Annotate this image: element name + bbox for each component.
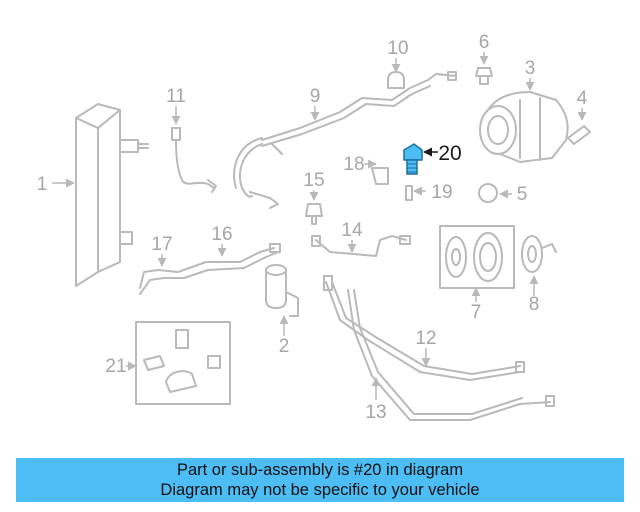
callout-3: 3 bbox=[525, 58, 536, 79]
bolt-part-20[interactable] bbox=[403, 143, 438, 175]
bracket-part-18[interactable] bbox=[364, 159, 389, 185]
condenser-part-1[interactable] bbox=[52, 103, 149, 287]
banner-line-2: Diagram may not be specific to your vehi… bbox=[160, 481, 480, 499]
banner-line-1: Part or sub-assembly is #20 in diagram bbox=[176, 461, 464, 479]
coil-part-8[interactable] bbox=[521, 235, 557, 296]
bolt-part-4[interactable] bbox=[567, 108, 591, 145]
callout-19: 19 bbox=[431, 182, 452, 203]
seal-part-5[interactable] bbox=[478, 183, 512, 203]
callout-18: 18 bbox=[343, 154, 364, 175]
callout-16: 16 bbox=[211, 224, 232, 245]
callout-14: 14 bbox=[341, 220, 363, 241]
callout-11: 11 bbox=[166, 86, 186, 107]
kit-part-21[interactable] bbox=[126, 321, 231, 405]
drier-part-2[interactable] bbox=[265, 264, 299, 336]
clutch-part-7[interactable] bbox=[439, 225, 515, 302]
callout-12: 12 bbox=[415, 328, 436, 349]
callout-9: 9 bbox=[310, 86, 321, 107]
tube-part-12-13[interactable] bbox=[323, 275, 555, 421]
bolt-part-6[interactable] bbox=[475, 52, 493, 85]
hose-part-9[interactable] bbox=[233, 71, 457, 209]
callout-5: 5 bbox=[517, 184, 528, 205]
callout-13: 13 bbox=[365, 402, 386, 423]
tube-part-14[interactable] bbox=[311, 235, 411, 257]
callout-21: 21 bbox=[105, 356, 126, 377]
clip-part-19[interactable] bbox=[405, 185, 426, 201]
callout-15: 15 bbox=[303, 170, 324, 191]
compressor-part-3[interactable] bbox=[479, 78, 569, 163]
hose-part-16-17[interactable] bbox=[139, 243, 281, 295]
valve-part-15[interactable] bbox=[305, 190, 323, 225]
callout-20: 20 bbox=[438, 142, 461, 165]
callout-17: 17 bbox=[151, 234, 172, 255]
callout-7: 7 bbox=[471, 302, 482, 323]
cap-part-10[interactable] bbox=[387, 58, 405, 89]
callout-8: 8 bbox=[529, 294, 540, 315]
callout-6: 6 bbox=[479, 32, 490, 53]
hose-part-11[interactable] bbox=[171, 106, 217, 193]
info-banner: Part or sub-assembly is #20 in diagram D… bbox=[16, 458, 624, 502]
parts-diagram: 1 2 3 4 5 6 7 8 9 10 11 12 13 14 15 16 1… bbox=[37, 32, 591, 423]
callout-10: 10 bbox=[387, 38, 408, 59]
callout-4: 4 bbox=[577, 88, 588, 109]
callout-2: 2 bbox=[279, 336, 290, 357]
callout-1: 1 bbox=[37, 174, 48, 195]
